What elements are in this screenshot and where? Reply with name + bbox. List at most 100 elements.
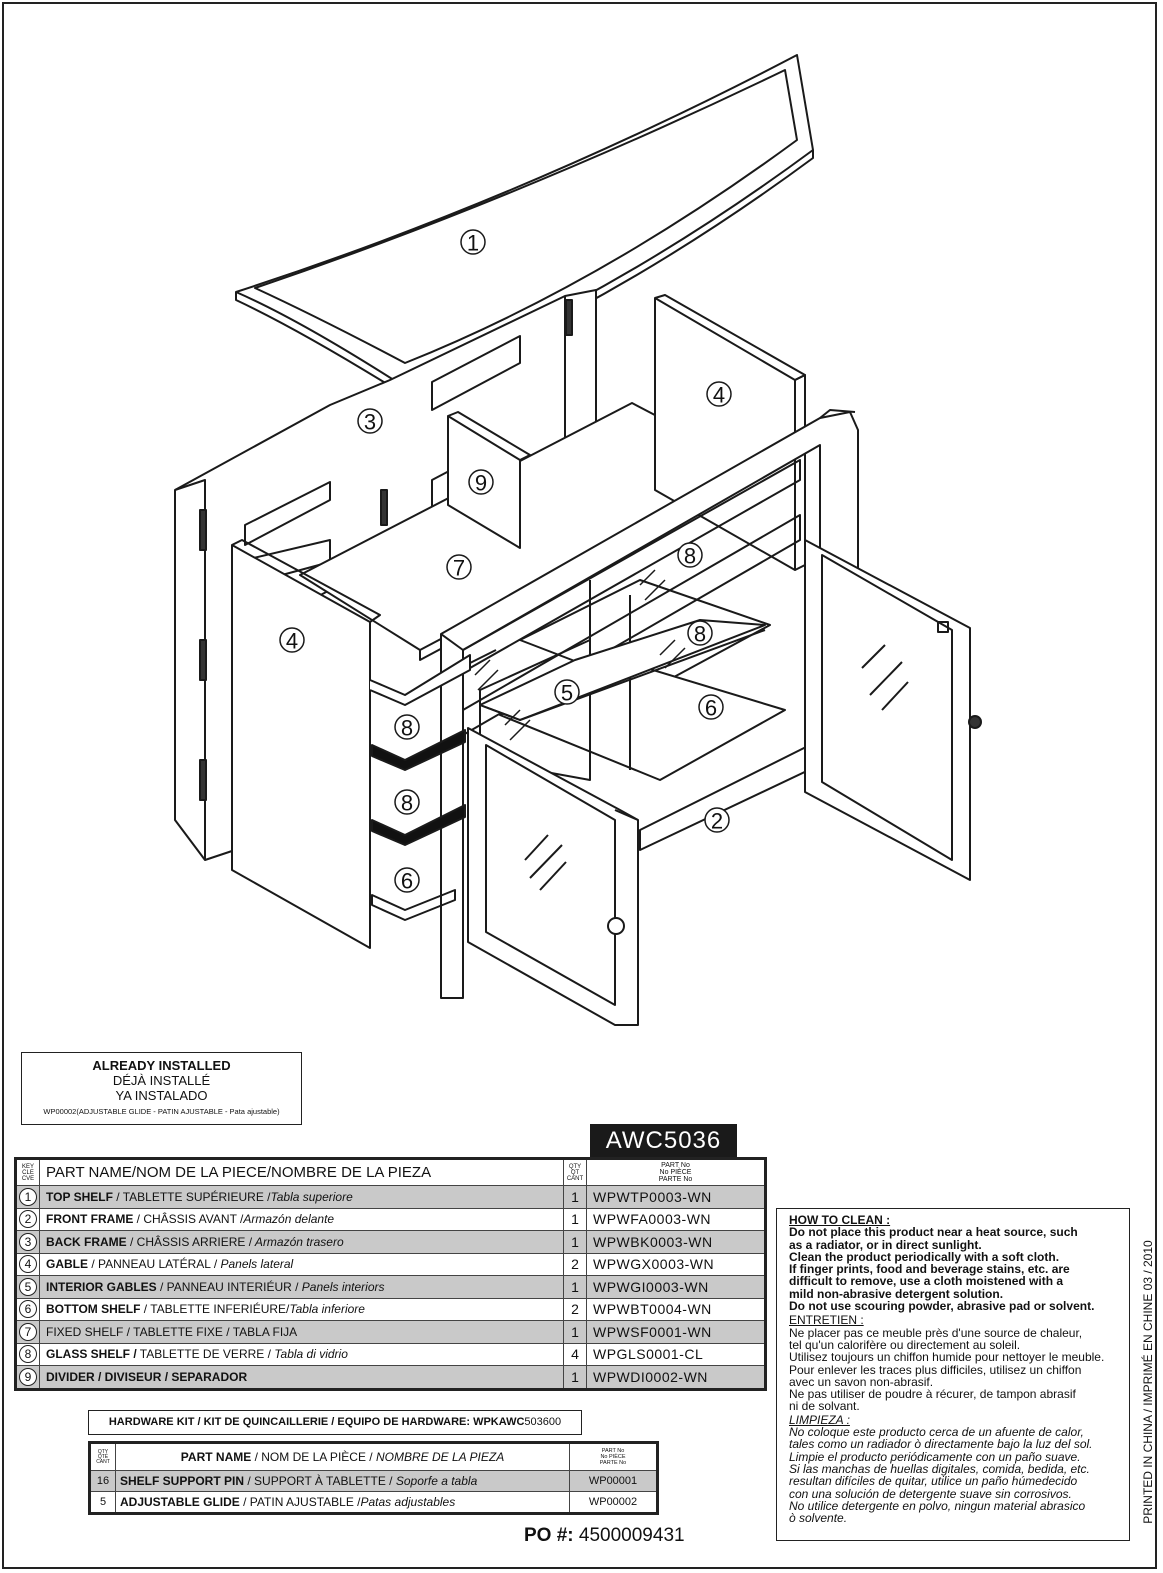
installed-part-note: WP00002(ADJUSTABLE GLIDE - PATIN AJUSTAB… — [43, 1107, 280, 1116]
part-name-cell: TOP SHELF / TABLETTE SUPÉRIEURE /Tabla s… — [39, 1185, 564, 1209]
qty-cell: 1 — [563, 1275, 587, 1299]
key-badge: 3 — [19, 1232, 37, 1251]
callout-7: 7 — [453, 556, 465, 581]
care-french: Ne placer pas ce meuble près d'une sourc… — [789, 1325, 1105, 1414]
part-name-cell: DIVIDER / DIVISEUR / SEPARADOR — [39, 1365, 564, 1390]
installed-title-es: YA INSTALADO — [115, 1088, 208, 1103]
already-installed-box: ALREADY INSTALLED DÉJÀ INSTALLÉ YA INSTA… — [21, 1052, 302, 1125]
qty-cell: 1 — [563, 1207, 587, 1231]
right-door-part — [804, 539, 982, 881]
table-row: 1 TOP SHELF / TABLETTE SUPÉRIEURE /Tabla… — [15, 1185, 766, 1209]
part-name-cell: FIXED SHELF / TABLETTE FIXE / TABLA FIJA — [39, 1320, 564, 1344]
table-row: 3 BACK FRAME / CHÂSSIS ARRIERE / Armazón… — [15, 1230, 766, 1254]
hw-part-name-cell: SHELF SUPPORT PIN / SUPPORT À TABLETTE /… — [115, 1470, 570, 1492]
key-badge: 4 — [19, 1255, 37, 1274]
glass-reflections — [474, 569, 686, 741]
hw-part-name-column-header: PART NAME / NOM DE LA PIÈCE / NOMBRE DE … — [115, 1442, 570, 1471]
key-badge: 9 — [19, 1367, 37, 1386]
care-spanish: No coloque este producto cerca de un afu… — [789, 1425, 1093, 1526]
callout-4-left: 4 — [286, 629, 298, 654]
table-row: 9 DIVIDER / DIVISEUR / SEPARADOR 1 WPWDI… — [15, 1365, 766, 1390]
qty-cell: 1 — [563, 1185, 587, 1209]
care-french-title: ENTRETIEN : — [789, 1313, 864, 1328]
hw-qty-cell: 16 — [89, 1470, 116, 1492]
part-name-cell: GABLE / PANNEAU LATÉRAL / Panels lateral — [39, 1252, 564, 1276]
part-number-cell: WPWSF0001-WN — [586, 1320, 766, 1344]
key-badge: 6 — [19, 1300, 37, 1319]
callout-8-lower-left: 8 — [401, 791, 413, 816]
key-badge: 1 — [19, 1187, 37, 1206]
care-instructions-box: HOW TO CLEAN : Do not place this product… — [776, 1208, 1130, 1541]
callout-8-upper-left: 8 — [401, 716, 413, 741]
callout-4-right: 4 — [713, 383, 725, 408]
callout-8-upper-right: 8 — [684, 544, 696, 569]
left-shelves — [369, 654, 471, 921]
po-number: PO #: 4500009431 — [524, 1525, 685, 1547]
exploded-assembly-diagram: 1 2 3 4 4 5 6 6 7 8 8 8 8 9 — [174, 54, 982, 1026]
hw-part-number-cell: WP00001 — [569, 1470, 658, 1492]
hw-part-number-cell: WP00002 — [569, 1491, 658, 1514]
qty-cell: 2 — [563, 1297, 587, 1321]
callout-1: 1 — [467, 231, 479, 256]
qty-cell: 4 — [563, 1342, 587, 1366]
key-badge: 5 — [19, 1277, 37, 1296]
part-number-cell: WPWGI0003-WN — [586, 1275, 766, 1299]
callout-8-lower-right: 8 — [694, 622, 706, 647]
part-number-cell: WPWTP0003-WN — [586, 1185, 766, 1209]
hw-part-name-cell: ADJUSTABLE GLIDE / PATIN AJUSTABLE /Pata… — [115, 1491, 570, 1514]
qty-cell: 1 — [563, 1320, 587, 1344]
left-gable-part — [231, 539, 381, 949]
callout-6-left: 6 — [401, 869, 413, 894]
hardware-kit-title: HARDWARE KIT / KIT DE QUINCAILLERIE / EQ… — [88, 1410, 582, 1435]
callout-2: 2 — [711, 809, 723, 834]
part-name-cell: GLASS SHELF / TABLETTE DE VERRE / Tabla … — [39, 1342, 564, 1366]
key-badge: 2 — [19, 1210, 37, 1229]
table-row: 16 SHELF SUPPORT PIN / SUPPORT À TABLETT… — [89, 1470, 658, 1492]
printed-in-label: PRINTED IN CHINA / IMPRIMÉ EN CHINE 03 /… — [1141, 1240, 1155, 1524]
table-row: 5 INTERIOR GABLES / PANNEAU INTERIÉUR / … — [15, 1275, 766, 1299]
part-name-cell: BACK FRAME / CHÂSSIS ARRIERE / Armazón t… — [39, 1230, 564, 1254]
table-row: 8 GLASS SHELF / TABLETTE DE VERRE / Tabl… — [15, 1342, 766, 1366]
qty-cell: 1 — [563, 1230, 587, 1254]
part-number-cell: WPWBT0004-WN — [586, 1297, 766, 1321]
model-number-badge: AWC5036 — [590, 1124, 737, 1157]
po-label: PO #: — [524, 1525, 574, 1546]
part-number-cell: WPWBK0003-WN — [586, 1230, 766, 1254]
table-row: 6 BOTTOM SHELF / TABLETTE INFERIÉURE/Tab… — [15, 1297, 766, 1321]
installed-title-fr: DÉJÀ INSTALLÉ — [112, 1073, 211, 1088]
callout-5: 5 — [561, 681, 573, 706]
left-door-part — [467, 727, 639, 1026]
po-value: 4500009431 — [573, 1525, 685, 1546]
part-name-cell: FRONT FRAME / CHÂSSIS AVANT /Armazón del… — [39, 1207, 564, 1231]
care-spanish-title: LIMPIEZA : — [789, 1412, 850, 1427]
part-number-cell: WPGLS0001-CL — [586, 1342, 766, 1366]
part-name-cell: INTERIOR GABLES / PANNEAU INTERIÉUR / Pa… — [39, 1275, 564, 1299]
callout-3: 3 — [364, 410, 376, 435]
qty-cell: 1 — [563, 1365, 587, 1390]
table-row: 4 GABLE / PANNEAU LATÉRAL / Panels later… — [15, 1252, 766, 1276]
table-row: 7 FIXED SHELF / TABLETTE FIXE / TABLA FI… — [15, 1320, 766, 1344]
part-name-cell: BOTTOM SHELF / TABLETTE INFERIÉURE/Tabla… — [39, 1297, 564, 1321]
part-number-cell: WPWGX0003-WN — [586, 1252, 766, 1276]
key-badge: 7 — [19, 1322, 37, 1341]
installed-title-en: ALREADY INSTALLED — [92, 1058, 231, 1073]
part-number-cell: WPWFA0003-WN — [586, 1207, 766, 1231]
callout-6-right: 6 — [705, 696, 717, 721]
part-name-column-header: PART NAME/NOM DE LA PIECE/NOMBRE DE LA P… — [39, 1158, 564, 1186]
qty-cell: 2 — [563, 1252, 587, 1276]
table-row: 2 FRONT FRAME / CHÂSSIS AVANT /Armazón d… — [15, 1207, 766, 1231]
care-english: Do not place this product near a heat so… — [789, 1225, 1095, 1314]
care-title: HOW TO CLEAN : — [789, 1213, 891, 1227]
callout-9: 9 — [475, 471, 487, 496]
front-frame-part — [440, 409, 859, 999]
hw-qty-cell: 5 — [89, 1491, 116, 1514]
